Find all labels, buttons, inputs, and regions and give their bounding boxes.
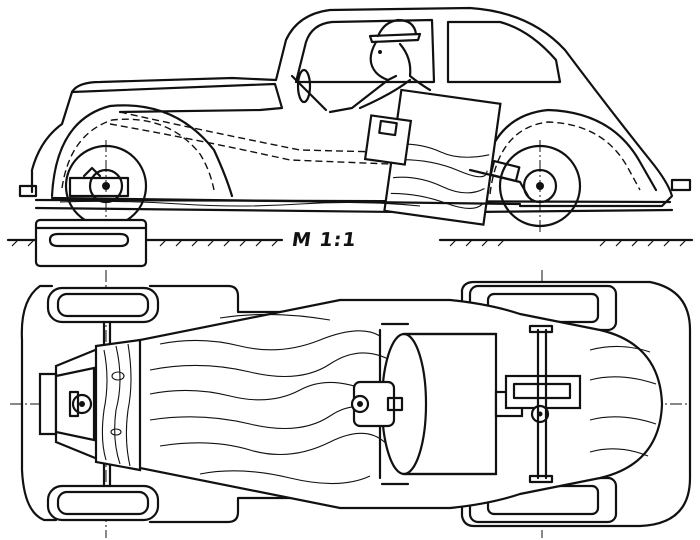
chassis-board-side [50,196,522,206]
switch-box [363,114,413,166]
side-view [6,6,694,268]
ground-hatching [11,239,687,247]
front-bumper [18,184,38,198]
floor-panel [34,206,402,214]
rear-drive-link [468,168,530,198]
hood-line [70,82,284,114]
front-fender-dashed [61,118,215,191]
switch-knob [378,119,398,137]
motor-cylinder [378,322,498,486]
steering-wheel [296,68,312,104]
scale-label: M 1:1 [290,229,359,251]
fender-spear [119,111,381,153]
top-view [10,270,692,538]
rear-bumper [670,178,692,192]
front-axle-bracket [68,176,130,198]
side-window-rear [446,20,562,84]
front-nose-outline [20,284,58,522]
wood-grain [149,313,657,485]
fender-spear-2 [109,123,391,165]
front-nose-block [38,372,58,436]
battery-side [34,218,148,268]
front-fender [50,104,234,198]
rear-fender-dashed [489,121,641,195]
rear-fender [478,108,658,198]
front-wood-block [94,338,142,472]
side-window-front [294,18,436,84]
driver-figure [328,18,432,114]
